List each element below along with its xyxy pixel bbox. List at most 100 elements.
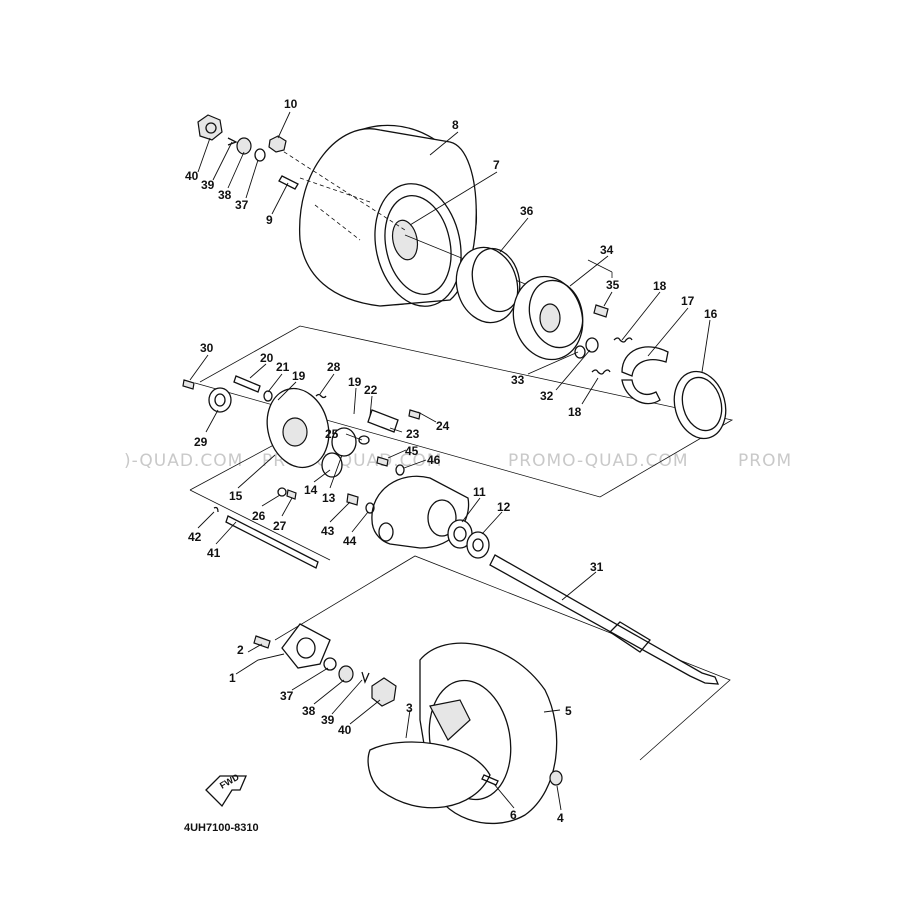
nut-25	[358, 435, 370, 445]
leader-27	[281, 497, 293, 517]
nut-38-lower	[338, 665, 354, 683]
washer-26	[277, 487, 287, 497]
leader-39a	[212, 141, 233, 181]
watermark: )-QUAD.COM PROMO-QUAD.COM PROMO-QUAD.COM…	[124, 451, 792, 471]
seal-12	[466, 531, 490, 559]
spring-18-lower	[591, 369, 611, 375]
callout-36: 36	[520, 204, 534, 218]
seal-36	[455, 246, 521, 324]
leader-32	[555, 349, 591, 391]
washer-32	[585, 337, 599, 353]
cam-shaft-20	[233, 375, 261, 393]
callout-29: 29	[194, 435, 208, 449]
watermark-text-left: )-QUAD.COM	[124, 451, 243, 471]
leader-16	[701, 319, 711, 373]
leader-30	[189, 354, 209, 381]
cotter-pin-39-upper	[227, 137, 238, 146]
rear-axle-shaft	[489, 554, 720, 685]
callout-15: 15	[229, 489, 243, 503]
leader-37b	[291, 667, 329, 691]
callout-10: 10	[284, 97, 298, 111]
callout-17: 17	[681, 294, 695, 308]
leader-11	[461, 497, 481, 523]
fwd-arrow: FWD	[205, 772, 247, 808]
leader-20	[249, 363, 267, 379]
callout-42: 42	[188, 530, 202, 544]
castle-nut-40-lower	[371, 677, 397, 707]
callout-18b: 18	[568, 405, 582, 419]
bolt-2	[253, 635, 271, 649]
diagram-code: 4UH7100-8310	[184, 822, 259, 834]
brake-small-parts	[574, 304, 633, 375]
seal-36-inner	[471, 247, 521, 313]
callout-24: 24	[436, 419, 450, 433]
callout-44: 44	[343, 534, 357, 548]
callout-5: 5	[565, 704, 572, 718]
caliper-23	[367, 409, 399, 433]
washer-37-lower	[323, 657, 337, 671]
leader-8	[429, 131, 459, 156]
callout-28: 28	[327, 360, 341, 374]
bracket-29	[208, 387, 232, 413]
washer-21	[263, 390, 273, 402]
cotter-pin-39-lower	[361, 671, 370, 684]
leader-39b	[331, 679, 363, 715]
rear-axle-31	[489, 554, 720, 685]
leader-13	[329, 454, 343, 489]
leader-22	[369, 395, 373, 417]
leader-41	[215, 521, 237, 545]
callout-41: 41	[207, 546, 221, 560]
caliper-parts	[358, 409, 421, 476]
callout-23: 23	[406, 427, 420, 441]
castle-nut-40-upper	[197, 114, 223, 141]
seal-36-outer	[455, 246, 519, 324]
watermark-text-right: PROM	[738, 451, 792, 471]
bolt-24	[408, 409, 421, 420]
leader-42	[197, 511, 215, 529]
leader-7	[409, 171, 498, 226]
callout-16: 16	[704, 307, 718, 321]
callout-25: 25	[325, 427, 339, 441]
lower-rim-3	[367, 741, 491, 809]
callout-39a: 39	[201, 178, 215, 192]
leader-35	[603, 291, 613, 307]
outline-line-2	[189, 489, 331, 561]
leader-21	[267, 373, 283, 393]
leader-14	[313, 469, 331, 483]
leader-5	[543, 709, 561, 713]
brake-panel-hub	[282, 417, 308, 447]
stud-9	[278, 175, 299, 190]
rear-axle-outline	[274, 555, 731, 761]
leader-17	[647, 307, 689, 357]
leader-lines	[189, 111, 711, 811]
bolt-35	[593, 304, 609, 318]
leader-38b	[313, 679, 345, 705]
callout-3: 3	[406, 701, 413, 715]
washer-44	[365, 502, 375, 514]
callout-9: 9	[266, 213, 273, 227]
leader-9	[271, 182, 289, 215]
leader-3	[405, 709, 411, 739]
callout-40a: 40	[185, 169, 199, 183]
leader-28	[319, 373, 335, 395]
callout-2: 2	[237, 643, 244, 657]
bleed-screw-45	[376, 456, 389, 467]
brake-drum-inner	[528, 279, 584, 349]
leader-40b	[349, 699, 381, 725]
brake-panel-hardware	[182, 375, 327, 413]
upper-rim-hub	[391, 219, 419, 261]
axle-housing-side	[378, 522, 394, 542]
leader-37a	[245, 159, 259, 199]
pin-41	[225, 515, 319, 569]
callout-7: 7	[493, 158, 500, 172]
callout-27: 27	[273, 519, 287, 533]
leader-24	[417, 411, 437, 423]
hub-1	[281, 623, 331, 669]
fwd-arrow-shape	[205, 775, 247, 808]
callout-19b: 19	[348, 375, 362, 389]
housing-hardware	[213, 487, 375, 569]
callout-20: 20	[260, 351, 274, 365]
hub-assembly	[253, 623, 331, 669]
leader-29	[205, 409, 219, 433]
callout-43: 43	[321, 524, 335, 538]
